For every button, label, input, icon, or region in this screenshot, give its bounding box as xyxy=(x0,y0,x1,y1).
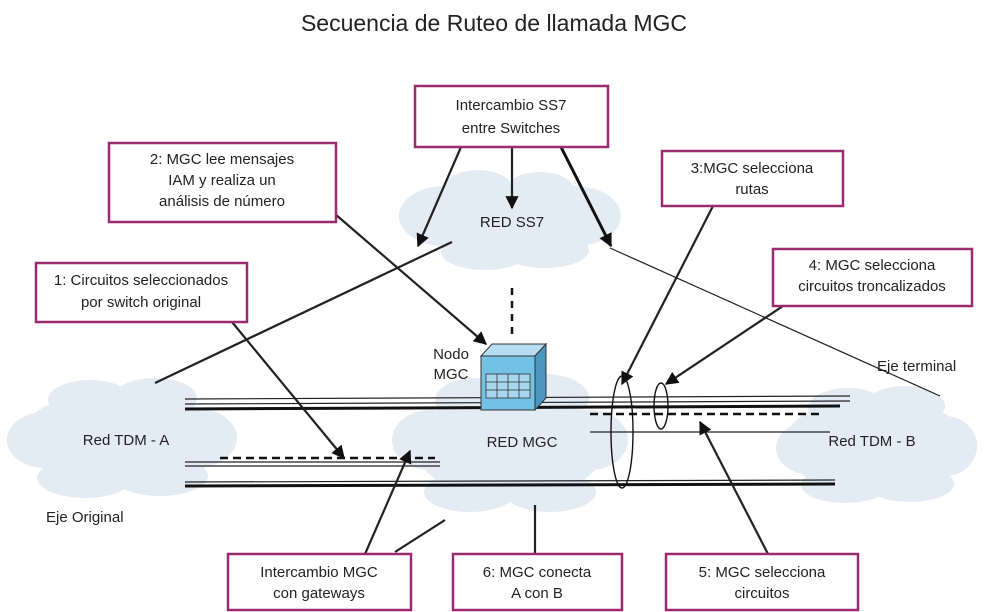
box-selects-routes-line-2: rutas xyxy=(735,181,768,198)
cloud-label-mgc: RED MGC xyxy=(487,434,558,451)
connector-gateways-to-mgc xyxy=(394,519,446,553)
diagram-title: Secuencia de Ruteo de llamada MGC xyxy=(301,10,687,36)
box-ss7-exchange-line-1: Intercambio SS7 xyxy=(456,97,567,114)
node-label-line-2: MGC xyxy=(434,366,469,383)
box-connects: 6: MGC conecta A con B xyxy=(451,552,624,612)
cloud-label-ss7: RED SS7 xyxy=(480,214,544,231)
box-selects-routes-line-1: 3:MGC selecciona xyxy=(691,160,814,177)
box-gateway-exchange-line-2: con gateways xyxy=(273,585,365,602)
box-circuits-selected-line-1: 1: Circuitos seleccionados xyxy=(54,272,228,289)
connector-lines xyxy=(154,241,941,397)
box-mgc-reads: 2: MGC lee mensajes IAM y realiza un aná… xyxy=(107,141,338,224)
terminal-axis-label: Eje terminal xyxy=(877,358,956,375)
arrows xyxy=(231,146,784,555)
node-label-line-1: Nodo xyxy=(433,346,469,363)
box-mgc-reads-line-1: 2: MGC lee mensajes xyxy=(150,151,294,168)
cloud-red-tdm-b xyxy=(776,386,977,503)
box-gateway-exchange: Intercambio MGC con gateways xyxy=(226,552,413,612)
box-mgc-reads-line-2: IAM y realiza un xyxy=(168,172,276,189)
dashed-paths xyxy=(220,288,820,460)
box-circuits-selected: 1: Circuitos seleccionados por switch or… xyxy=(34,261,249,324)
box-connects-line-2: A con B xyxy=(511,585,563,602)
box-selects-circuits-line-2: circuitos xyxy=(734,585,789,602)
arrow-circuits-to-dashed xyxy=(231,321,345,460)
box-circuits-selected-line-2: por switch original xyxy=(81,294,201,311)
arrow-circuits-selected-to-trunk xyxy=(699,420,769,555)
box-ss7-exchange-line-2: entre Switches xyxy=(462,120,560,137)
box-connects-line-1: 6: MGC conecta xyxy=(483,564,592,581)
arrow-ss7-left xyxy=(416,146,463,248)
box-ss7-exchange: Intercambio SS7 entre Switches xyxy=(413,84,610,149)
cloud-red-ss7 xyxy=(399,170,621,270)
route-bundle-small xyxy=(653,382,669,430)
box-selects-circuits-line-1: 5: MGC selecciona xyxy=(699,564,826,581)
box-selects-trunk-line-1: 4: MGC selecciona xyxy=(809,257,936,274)
box-selects-routes: 3:MGC selecciona rutas xyxy=(660,149,845,208)
arrow-iam-to-node xyxy=(334,213,488,345)
arrow-ss7-right xyxy=(559,146,613,248)
cloud-red-tdm-a xyxy=(7,378,237,498)
arrow-gateways-to-mgc xyxy=(363,449,412,555)
box-mgc-reads-line-3: análisis de número xyxy=(159,193,285,210)
arrow-routes-to-bundle xyxy=(621,205,714,386)
box-gateway-exchange-line-1: Intercambio MGC xyxy=(260,564,378,581)
original-axis-label: Eje Original xyxy=(46,509,124,526)
box-selects-circuits: 5: MGC selecciona circuitos xyxy=(664,552,860,612)
mgc-node-icon xyxy=(479,342,548,412)
box-selects-trunk: 4: MGC selecciona circuitos troncalizado… xyxy=(771,247,974,308)
cloud-label-tdm-b: Red TDM - B xyxy=(828,433,915,450)
box-selects-trunk-line-2: circuitos troncalizados xyxy=(798,278,946,295)
arrow-trunk-to-bundle xyxy=(664,305,784,385)
cloud-label-tdm-a: Red TDM - A xyxy=(83,432,169,449)
